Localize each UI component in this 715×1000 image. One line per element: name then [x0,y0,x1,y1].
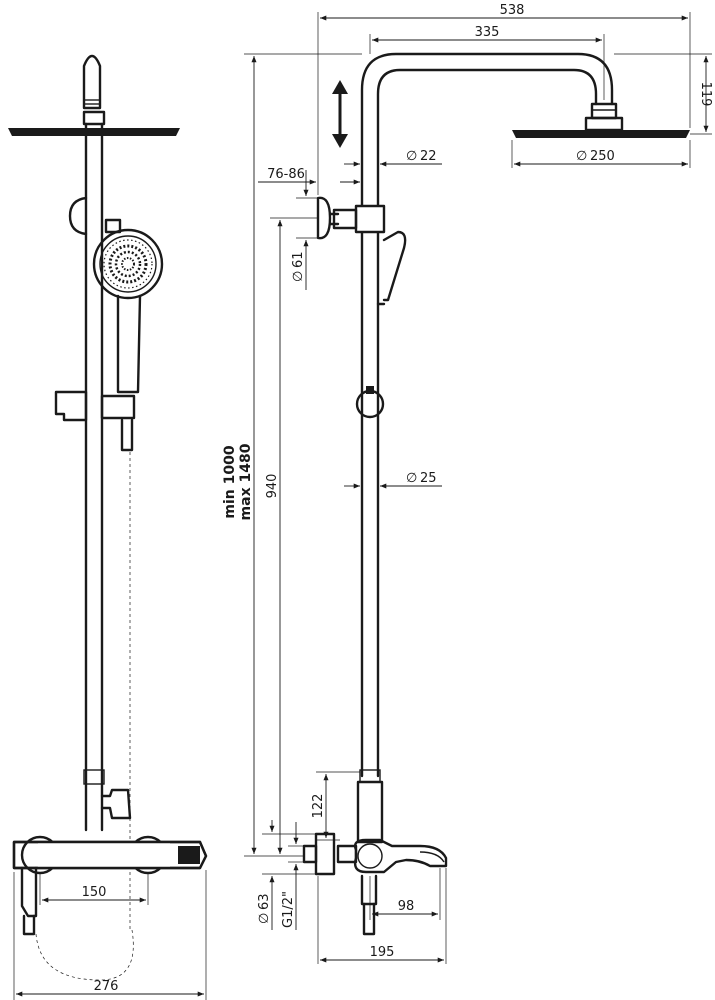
front-dimensions: 150 276 [13,870,207,1000]
front-head-connector [82,110,106,126]
dim-label-22: 22 [420,149,437,164]
front-hand-shower-head [92,228,164,300]
side-hand-shower [382,230,407,302]
dim-label-195: 195 [370,945,395,960]
dim-label-25: 25 [420,471,437,486]
side-head-base [584,116,624,132]
front-hose-drape [35,929,134,981]
height-adjust-arrow-icon [332,80,348,148]
dim-diameter-61-symbol: ∅ [291,271,306,282]
dim-label-538: 538 [500,3,525,18]
side-dimensions: 538 335 119 ∅ 22 ∅ 250 76-86 ∅ 61 [222,3,713,964]
front-rod-top-cap [82,54,102,110]
dim-label-122: 122 [311,794,326,819]
dim-diameter-63-symbol: ∅ [257,913,272,924]
front-bath-spout [20,866,38,918]
dim-label-150: 150 [82,885,107,900]
side-hose-outlet [360,874,378,906]
front-hand-shower-handle [116,294,142,394]
front-hand-shower-rim [99,235,157,293]
side-arm-outer [360,52,614,212]
dim-label-63: 63 [257,893,272,910]
dim-diameter-25-symbol: ∅ [406,471,417,486]
dim-diameter-22-symbol: ∅ [406,149,417,164]
dim-label-250: 250 [590,149,615,164]
side-mixer-cartridge [357,843,383,869]
side-wall-rosette [316,196,332,240]
dim-label-76-86: 76-86 [267,167,305,182]
front-diverter-knob [100,788,132,820]
side-diverter-body [356,780,384,844]
front-holder-pin [104,218,122,234]
dim-label-61: 61 [291,251,306,268]
side-bracket-arm [332,208,358,230]
side-wall-thread [302,844,318,864]
dim-label-max-height: max 1480 [238,443,254,520]
front-slider-body [100,394,136,420]
dim-label-g12: G1/2" [281,891,296,928]
side-hose-tip [362,902,376,936]
front-spout-tip [22,914,36,936]
front-view [8,54,208,981]
dim-label-276: 276 [94,979,119,994]
side-arm-inner [376,68,598,212]
dim-diameter-250-symbol: ∅ [576,149,587,164]
front-slider-hose-outlet [120,418,134,452]
side-mixer-connector [336,844,358,864]
dim-label-335: 335 [475,25,500,40]
front-slider-knob [54,390,88,422]
dim-label-min-height: min 1000 [222,445,238,518]
dim-label-940: 940 [265,474,280,499]
side-head-connector [590,102,618,120]
side-spout-body [353,838,448,874]
front-wall-bracket [68,196,88,236]
side-rain-head [512,130,690,138]
front-rod-joint [83,769,105,785]
dim-label-98: 98 [398,899,415,914]
dim-label-119: 119 [698,82,713,107]
front-hand-shower-nozzles [103,239,153,289]
front-rain-head [8,128,180,136]
